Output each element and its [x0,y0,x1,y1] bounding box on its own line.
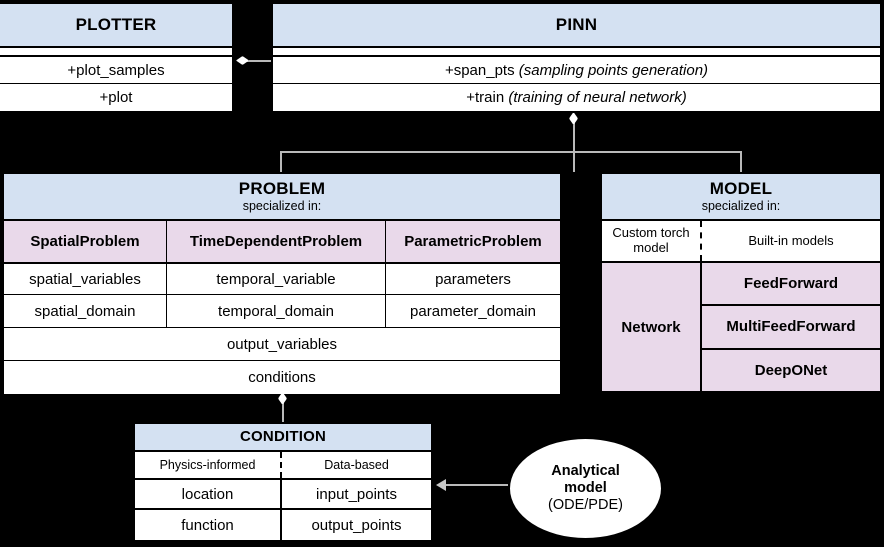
aggregation-diamond-plotter [236,56,249,65]
subclass-parametric-problem[interactable]: ParametricProblem [386,221,560,262]
model-body: Network FeedForward MultiFeedForward Dee… [602,263,880,391]
attr-output-points: output_points [282,510,431,540]
condition-kind-physics-informed: Physics-informed [135,452,282,478]
plotter-title: PLOTTER [75,14,157,34]
attr-location: location [135,480,282,508]
attr-temporal-domain: temporal_domain [167,295,386,327]
problem-attribute-row-0: spatial_variables temporal_variable para… [4,262,560,295]
problem-header: PROBLEM specialized in: [4,174,560,221]
subclass-time-dependent-problem[interactable]: TimeDependentProblem [167,221,386,262]
problem-attribute-row-1: spatial_domain temporal_domain parameter… [4,295,560,328]
connector-drop-model [740,151,742,172]
problem-subtitle: specialized in: [242,198,322,213]
pinn-method-1-name: +train [466,89,505,106]
model-feedforward[interactable]: FeedForward [702,263,880,307]
plotter-empty-compartment [0,48,232,57]
class-box-pinn[interactable]: PINN +span_pts (sampling points generati… [271,2,882,113]
model-title: MODEL [709,178,773,198]
condition-kind-row: Physics-informed Data-based [135,452,431,480]
condition-kind-data-based: Data-based [282,452,431,478]
subclass-spatial-problem[interactable]: SpatialProblem [4,221,167,262]
plotter-method-1[interactable]: +plot [0,84,232,111]
plotter-header: PLOTTER [0,4,232,48]
connector-problem-condition [282,400,284,422]
model-subtitle: specialized in: [701,198,781,213]
pinn-empty-compartment [273,48,880,57]
class-box-problem[interactable]: PROBLEM specialized in: SpatialProblem T… [2,172,562,394]
connector-plotter-pinn [242,60,272,62]
model-builtin-list: FeedForward MultiFeedForward DeepONet [702,263,880,391]
pinn-method-1-note: (training of neural network) [508,89,687,106]
class-box-plotter[interactable]: PLOTTER +plot_samples +plot [0,2,234,113]
model-kind-builtin: Built-in models [702,221,880,261]
attr-temporal-variable: temporal_variable [167,264,386,294]
connector-bar-problem [280,151,573,153]
attr-spatial-domain: spatial_domain [4,295,167,327]
pinn-header: PINN [273,4,880,48]
model-deeponet[interactable]: DeepONet [702,349,880,391]
condition-title: CONDITION [240,427,326,445]
analytical-line-3: (ODE/PDE) [548,497,623,514]
attr-conditions: conditions [4,361,560,394]
analytical-line-2: model [564,479,607,496]
attr-parameters: parameters [386,264,560,294]
pinn-method-0-name: +span_pts [444,61,515,79]
pinn-title: PINN [555,14,598,34]
attr-output-variables: output_variables [4,328,560,361]
attr-function: function [135,510,282,540]
model-kind-row: Custom torch model Built-in models [602,221,880,263]
arrowhead-icon [436,479,446,491]
pinn-method-train[interactable]: +train (training of neural network) [273,84,880,111]
model-network-cell[interactable]: Network [602,263,702,391]
analytical-line-1: Analytical [551,462,620,479]
node-analytical-model[interactable]: Analytical model (ODE/PDE) [508,437,663,540]
connector-bar-model [573,151,742,153]
model-kind-custom-torch: Custom torch model [602,221,702,261]
problem-subclass-row: SpatialProblem TimeDependentProblem Para… [4,221,560,262]
condition-header: CONDITION [135,424,431,452]
attr-input-points: input_points [282,480,431,508]
aggregation-diamond-pinn [569,112,578,125]
pinn-method-span-pts[interactable]: +span_pts (sampling points generation) [273,57,880,84]
problem-title: PROBLEM [238,178,326,198]
class-box-model[interactable]: MODEL specialized in: Custom torch model… [600,172,882,393]
attr-parameter-domain: parameter_domain [386,295,560,327]
connector-analytical-condition [446,484,508,486]
model-multifeedforward[interactable]: MultiFeedForward [702,306,880,350]
plotter-method-0[interactable]: +plot_samples [0,57,232,84]
pinn-method-0-note: (sampling points generation) [518,61,709,79]
class-box-condition[interactable]: CONDITION Physics-informed Data-based lo… [133,422,433,542]
attr-spatial-variables: spatial_variables [4,264,167,294]
model-header: MODEL specialized in: [602,174,880,221]
connector-drop-problem [280,151,282,172]
connector-pinn-trunk [573,120,575,172]
condition-attribute-row-0: location input_points [135,480,431,510]
condition-attribute-row-1: function output_points [135,510,431,540]
